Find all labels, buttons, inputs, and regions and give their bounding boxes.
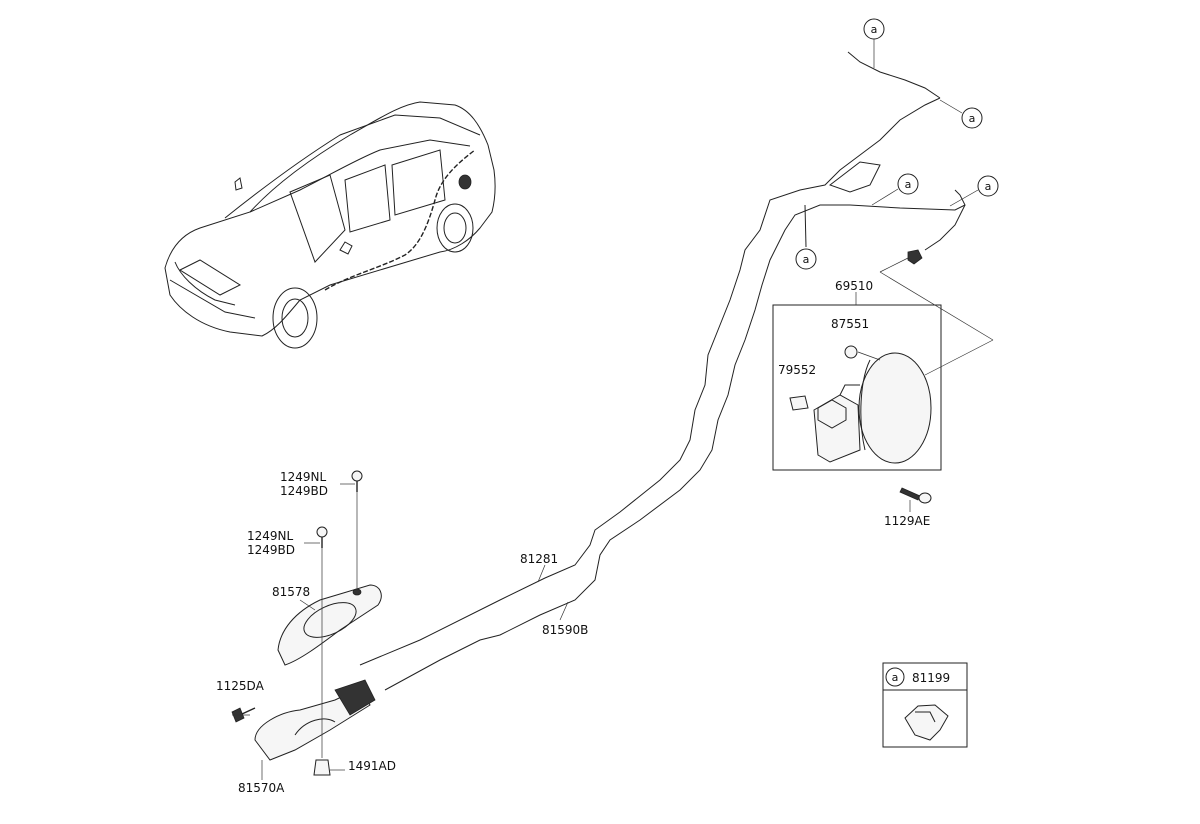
bolt-1249NL-mid <box>316 526 328 548</box>
label-1129AE: 1129AE <box>884 514 930 528</box>
svg-text:a: a <box>969 112 976 125</box>
fuel-door-box <box>772 304 942 471</box>
cable-81590B <box>384 189 966 691</box>
callout-a-legend: a <box>885 667 905 687</box>
handle-81578 <box>277 485 382 666</box>
leader-box-upper <box>879 271 994 341</box>
callout-a-top: a <box>863 18 885 68</box>
label-81281: 81281 <box>520 552 558 566</box>
fuel-door-assembly <box>789 345 932 464</box>
svg-text:a: a <box>905 178 912 191</box>
leader-clip <box>879 255 913 273</box>
label-1249BD-mid: 1249BD <box>247 543 295 557</box>
label-1249BD-top: 1249BD <box>280 484 328 498</box>
callout-a-right-top: a <box>939 99 983 129</box>
part-labels: 69510 87551 79552 1129AE 81281 81590B 81… <box>216 279 950 795</box>
car-illustration <box>164 101 496 349</box>
leader-box-lower <box>924 339 994 376</box>
cable-81281 <box>359 51 941 666</box>
screw-1129AE <box>899 487 932 512</box>
clip-1491AD <box>313 759 331 776</box>
handle-81570A <box>254 545 376 761</box>
label-1249NL-top: 1249NL <box>280 470 327 484</box>
svg-text:a: a <box>803 253 810 266</box>
label-79552: 79552 <box>778 363 816 377</box>
label-81570A: 81570A <box>238 781 285 795</box>
label-1491AD: 1491AD <box>348 759 396 773</box>
label-87551: 87551 <box>831 317 869 331</box>
svg-text:a: a <box>985 180 992 193</box>
label-81199: 81199 <box>912 671 950 685</box>
callout-legend-box <box>882 662 968 748</box>
cable-branch <box>804 204 807 248</box>
callout-a-right-mid: a <box>949 175 999 207</box>
svg-text:a: a <box>892 671 899 684</box>
cable-loop <box>828 161 881 193</box>
label-81590B: 81590B <box>542 623 588 637</box>
label-1249NL-mid: 1249NL <box>247 529 294 543</box>
callout-a-left: a <box>795 248 817 270</box>
cable-clip <box>907 249 923 265</box>
label-69510: 69510 <box>835 279 873 293</box>
label-81578: 81578 <box>272 585 310 599</box>
label-1125DA: 1125DA <box>216 679 265 693</box>
leader-lines <box>232 292 857 780</box>
callout-a-mid: a <box>871 173 919 206</box>
svg-text:a: a <box>871 23 878 36</box>
bolt-1249NL-top <box>351 470 363 492</box>
